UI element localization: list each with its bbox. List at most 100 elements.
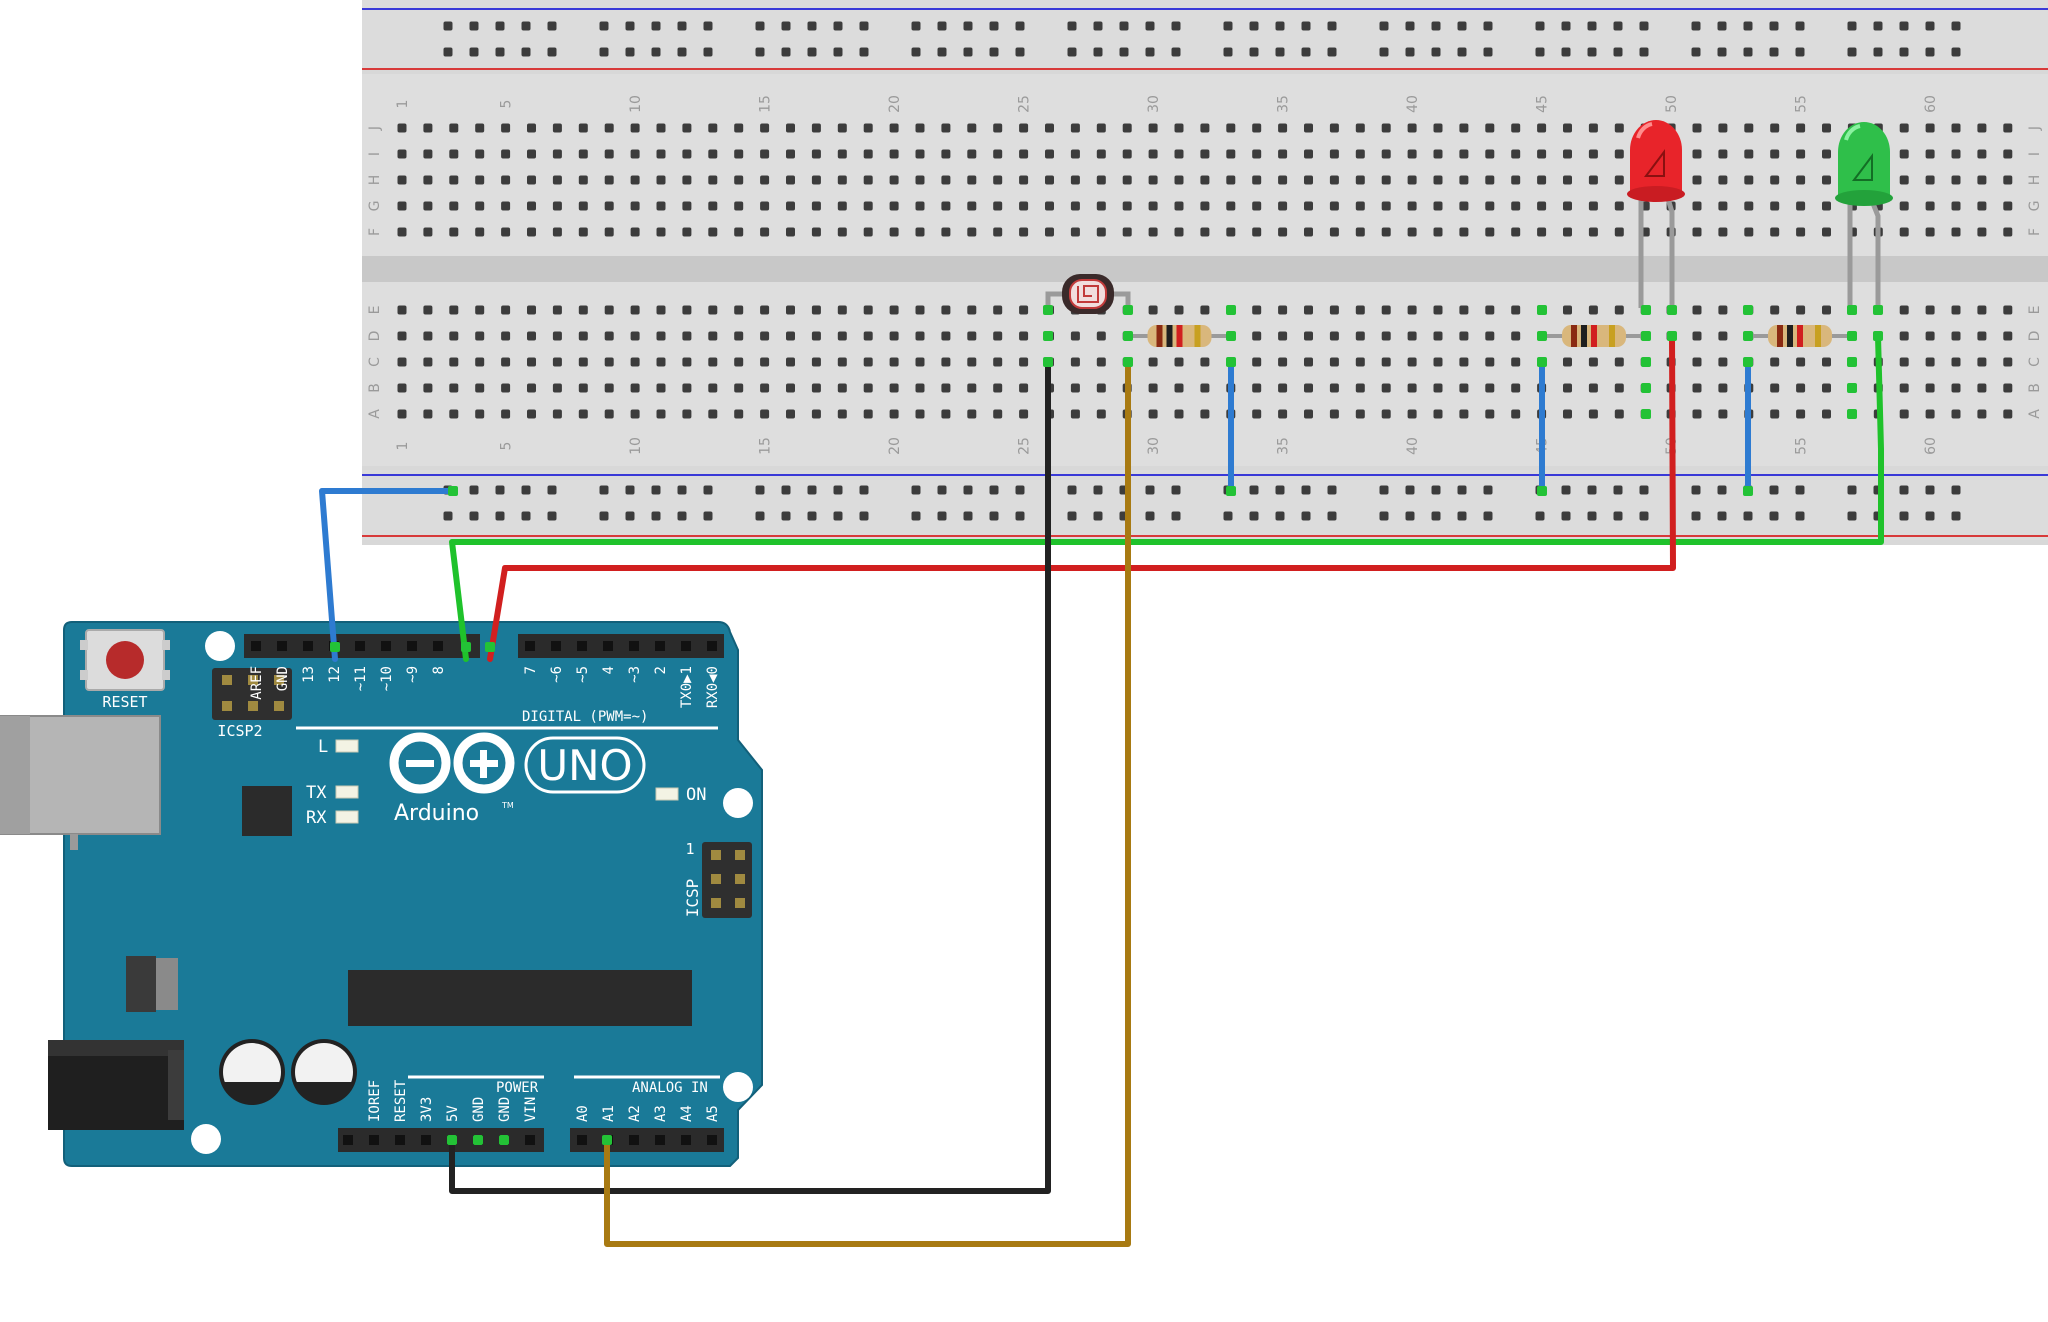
breadboard-hole [941,123,951,133]
breadboard-hole [1304,149,1313,159]
breadboard-hole [1459,201,1469,211]
breadboard-hole [1433,123,1443,133]
breadboard-hole [708,305,718,315]
breadboard-hole [604,357,614,367]
usb-connector-end [0,716,30,834]
breadboard-hole [1925,331,1935,341]
rail-hole [495,485,505,495]
breadboard-hole [527,357,536,367]
breadboard-hole [837,175,847,185]
rail-hole [1561,511,1571,521]
row-letter: F [2027,228,2043,236]
wire-gnd-to-rail [319,488,456,662]
breadboard-hole [1329,123,1339,133]
breadboard-hole [1329,227,1339,237]
row-letter: E [367,306,383,315]
led-rx-label: RX [306,808,327,828]
breadboard-hole [449,227,459,237]
breadboard-hole [1019,331,1029,341]
header-pin [681,641,691,651]
breadboard-hole [1925,409,1935,419]
connection-marker [1641,331,1651,341]
breadboard-hole [475,227,485,237]
breadboard-hole [397,123,407,133]
rail-hole [1171,511,1181,521]
breadboard-hole [682,175,692,185]
rail-hole [521,511,531,521]
breadboard-hole [527,123,536,133]
breadboard-hole [1148,227,1158,237]
breadboard-hole [760,409,770,419]
breadboard-hole [863,331,873,341]
rail-hole [1535,47,1545,57]
breadboard-hole [1977,383,1987,393]
breadboard-hole [1614,175,1624,185]
rail-hole [1327,21,1337,31]
rail-hole [495,511,505,521]
breadboard-hole [552,227,562,237]
breadboard-hole [1588,227,1598,237]
breadboard-hole [993,227,1003,237]
breadboard-hole [1019,357,1029,367]
breadboard-hole [1770,227,1780,237]
connection-marker [1743,331,1753,341]
breadboard-hole [1459,123,1469,133]
rail-hole [1119,21,1129,31]
breadboard-hole [863,305,873,315]
digital-pin-label: ~3 [627,666,643,683]
reset-button[interactable] [106,641,144,679]
voltage-regulator-tab [156,958,178,1010]
breadboard-hole [501,331,511,341]
breadboard-hole [1563,149,1572,159]
breadboard-hole [1692,409,1702,419]
breadboard-hole [423,201,433,211]
rail-hole [1873,47,1883,57]
breadboard-hole [1096,227,1106,237]
breadboard-hole [1951,227,1961,237]
bottom-power-rail [362,470,2048,540]
column-number: 25 [1017,95,1033,113]
rail-hole [1405,47,1415,57]
breadboard-hole [1148,409,1158,419]
breadboard-hole [1537,227,1547,237]
rail-hole [807,47,817,57]
breadboard-hole [423,409,433,419]
breadboard-hole [1977,305,1987,315]
power-header [338,1128,544,1152]
connection-marker [1537,486,1547,496]
breadboard-hole [1355,201,1365,211]
breadboard-hole [682,331,692,341]
rail-hole [1639,47,1649,57]
breadboard-hole [1407,227,1417,237]
digital-pin-label: 4 [601,666,617,674]
breadboard-hole [1278,383,1288,393]
breadboard-hole [475,409,485,419]
breadboard-hole [1174,123,1184,133]
power-pin-label: RESET [393,1079,409,1122]
breadboard-hole [1278,149,1288,159]
connection-marker [1847,331,1857,341]
breadboard-hole [1433,305,1443,315]
header-pin [303,641,313,651]
breadboard-hole [1951,201,1961,211]
breadboard-hole [1355,305,1365,315]
breadboard-hole [1329,409,1339,419]
header-pin [407,641,417,651]
rail-hole [1223,21,1233,31]
column-number: 45 [1535,95,1551,113]
breadboard-hole [1278,123,1288,133]
breadboard-hole [1537,149,1547,159]
breadboard-hole [1304,409,1313,419]
rail-hole [443,511,453,521]
breadboard-hole [1148,201,1158,211]
breadboard-hole [1200,409,1210,419]
breadboard-hole [1355,149,1365,159]
rail-hole [1951,485,1961,495]
breadboard-hole [1977,149,1987,159]
connection-marker [1667,305,1677,315]
breadboard-hole [1407,123,1417,133]
column-number: 20 [887,95,903,113]
breadboard-hole [2003,409,2013,419]
resistor-band [1787,325,1793,347]
breadboard-hole [811,175,821,185]
